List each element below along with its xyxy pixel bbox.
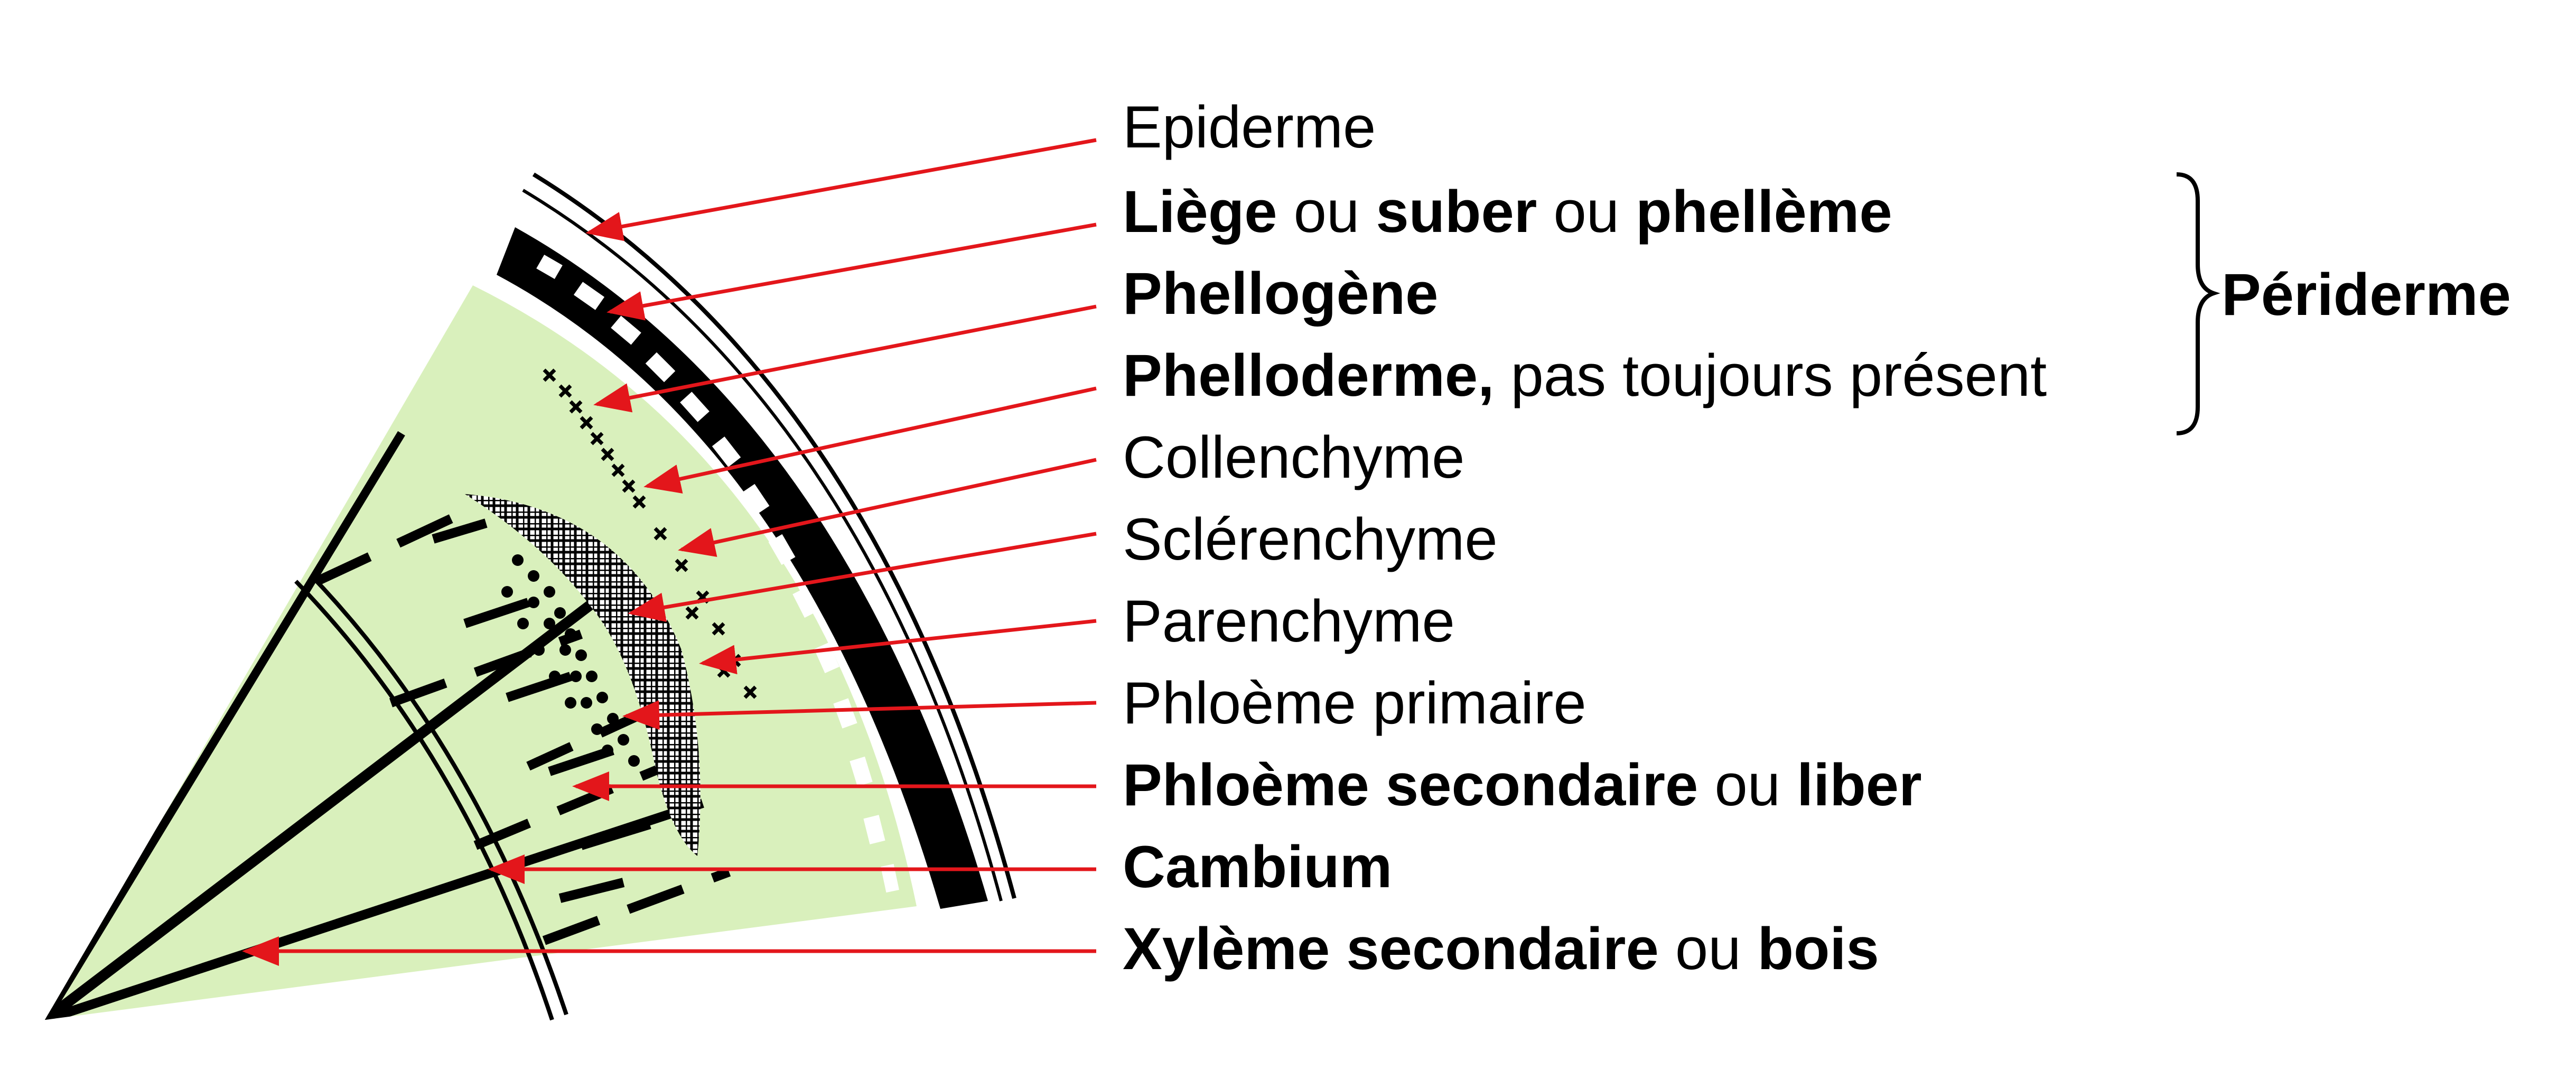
label-phelloderme: Phelloderme, pas toujours présent	[1123, 342, 2047, 408]
leader-arrows	[242, 138, 1097, 966]
arrow-collenchyme	[678, 458, 1097, 557]
arrow-sclerenchyme	[628, 532, 1097, 622]
label-phloeme-secondaire: Phloème secondaire ou liber	[1123, 752, 1922, 818]
arrow-epiderme	[585, 138, 1097, 241]
arrow-phloeme-primaire	[622, 700, 1097, 730]
arrow-phellogene	[593, 304, 1097, 413]
arrow-phelloderme	[643, 386, 1097, 494]
label-parenchyme: Parenchyme	[1123, 588, 1455, 654]
label-xyleme-secondaire: Xylème secondaire ou bois	[1123, 916, 1879, 982]
label-sclerenchyme: Sclérenchyme	[1123, 506, 1498, 572]
label-phloeme-primaire: Phloème primaire	[1123, 670, 1586, 736]
phloem-primary-dots	[501, 554, 640, 767]
arrow-parenchyme	[699, 619, 1097, 675]
label-cambium: Cambium	[1123, 834, 1393, 900]
label-liege: Liège ou suber ou phellème	[1123, 179, 1892, 245]
epiderm-line	[532, 172, 1016, 899]
label-collenchyme: Collenchyme	[1123, 424, 1465, 490]
cork-cells	[536, 255, 899, 893]
label-phellogene: Phellogène	[1123, 261, 1439, 327]
label-periderme: Périderme	[2222, 262, 2511, 328]
periderme-brace	[2176, 172, 2220, 435]
phloem-dashes	[432, 518, 651, 903]
cork-band	[497, 227, 988, 909]
cambium-line	[294, 580, 554, 1021]
sclerenchyme-cap	[465, 494, 701, 856]
arrow-liege	[606, 222, 1097, 321]
label-epiderme: Epiderme	[1123, 94, 1376, 160]
